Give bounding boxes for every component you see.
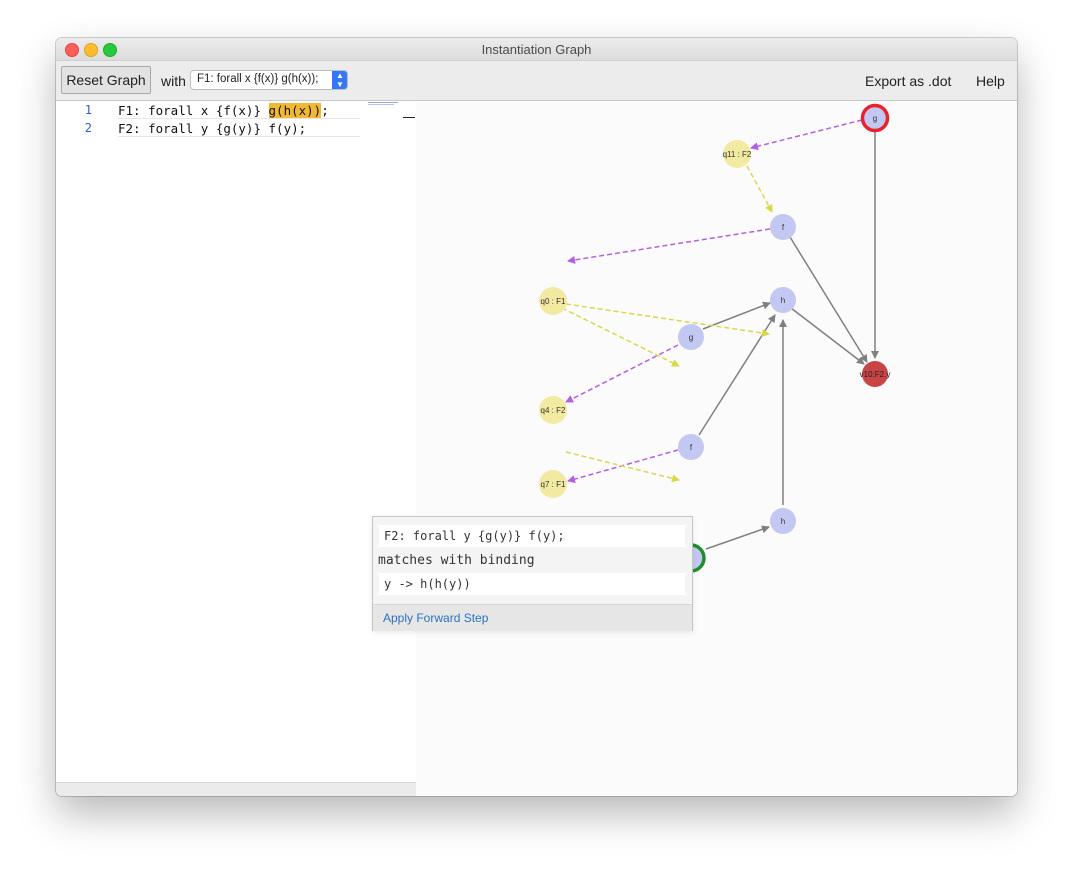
node-label: f	[782, 223, 785, 232]
line-text: F1: forall x {f(x)} g(h(x));	[118, 103, 360, 119]
node-label: q7 : F1	[541, 480, 566, 489]
scroll-position-marker	[403, 117, 415, 118]
node-label: q11 : F2	[723, 150, 752, 159]
node-g-top[interactable]: g	[860, 103, 890, 133]
line-text: F2: forall y {g(y)} f(y);	[118, 121, 360, 137]
formula-select[interactable]: F1: forall x {f(x)} g(h(x)); ▲▼	[190, 70, 348, 90]
maximize-window-button[interactable]	[103, 43, 117, 57]
apply-forward-step-link[interactable]: Apply Forward Step	[383, 611, 489, 625]
export-dot-button[interactable]: Export as .dot	[865, 73, 952, 89]
graph-edge	[561, 307, 680, 367]
popup-formula: F2: forall y {g(y)} f(y);	[379, 525, 685, 547]
node-f-1[interactable]: f	[770, 214, 796, 240]
popup-footer: Apply Forward Step	[373, 604, 692, 631]
with-label: with	[161, 73, 186, 89]
help-button[interactable]: Help	[976, 73, 1005, 89]
graph-edge	[702, 301, 771, 330]
node-label: h	[781, 517, 785, 526]
node-v10[interactable]: v10:F2.y	[860, 361, 891, 387]
toolbar: Reset Graph with F1: forall x {f(x)} g(h…	[56, 61, 1017, 101]
match-popup: F2: forall y {g(y)} f(y); matches with b…	[372, 516, 693, 631]
node-f-3[interactable]: f	[678, 434, 704, 460]
code-line: 2 F2: forall y {g(y)} f(y);	[56, 121, 366, 139]
line-number: 1	[84, 103, 92, 117]
reset-graph-button[interactable]: Reset Graph	[61, 66, 151, 94]
node-q4[interactable]: q4 : F2	[539, 396, 567, 424]
graph-edge	[705, 525, 770, 550]
graph-edge	[565, 344, 679, 403]
instantiation-graph[interactable]: g q11 : F2 f q0 : F1 h g	[416, 101, 1017, 796]
node-q7[interactable]: q7 : F1	[539, 470, 567, 498]
minimap[interactable]	[367, 101, 402, 107]
node-h-4[interactable]: h	[770, 508, 796, 534]
node-label: g	[689, 333, 693, 342]
graph-canvas[interactable]: g q11 : F2 f q0 : F1 h g	[416, 101, 1017, 796]
code-editor[interactable]: 1 F1: forall x {f(x)} g(h(x)); 2 F2: for…	[56, 101, 403, 782]
graph-edge	[746, 165, 773, 213]
node-g-2[interactable]: g	[678, 324, 704, 350]
graph-edge	[750, 119, 863, 151]
code-text: F1: forall x {f(x)}	[118, 103, 269, 118]
highlighted-term: g(h(x))	[268, 103, 322, 118]
node-label: q0 : F1	[541, 297, 566, 306]
window-title: Instantiation Graph	[481, 42, 592, 57]
node-label: h	[781, 296, 785, 305]
popup-matches-label: matches with binding	[378, 553, 535, 568]
select-stepper-icon: ▲▼	[332, 71, 347, 89]
title-bar: Instantiation Graph	[56, 38, 1017, 61]
formula-select-value: F1: forall x {f(x)} g(h(x));	[197, 73, 319, 85]
node-label: g	[873, 114, 877, 123]
minimize-window-button[interactable]	[84, 43, 98, 57]
editor-vertical-scrollbar[interactable]	[402, 101, 417, 796]
node-label: q4 : F2	[541, 406, 566, 415]
graph-edge	[565, 303, 770, 337]
graph-edge	[790, 307, 865, 365]
node-label: v10:F2.y	[860, 370, 891, 379]
graph-edge	[789, 236, 868, 363]
node-label: f	[690, 443, 693, 452]
node-q11[interactable]: q11 : F2	[723, 140, 752, 168]
app-window: Instantiation Graph Reset Graph with F1:…	[56, 38, 1017, 796]
editor-horizontal-scrollbar[interactable]	[56, 782, 416, 796]
graph-edge	[698, 314, 776, 436]
close-window-button[interactable]	[65, 43, 79, 57]
line-number: 2	[84, 121, 92, 135]
popup-binding: y -> h(h(y))	[379, 573, 685, 595]
node-q0[interactable]: q0 : F1	[539, 287, 567, 315]
code-line: 1 F1: forall x {f(x)} g(h(x));	[56, 103, 366, 121]
graph-edge	[565, 451, 680, 483]
node-h-1[interactable]: h	[770, 287, 796, 313]
code-text-end: ;	[321, 103, 329, 118]
graph-edge	[567, 228, 771, 264]
